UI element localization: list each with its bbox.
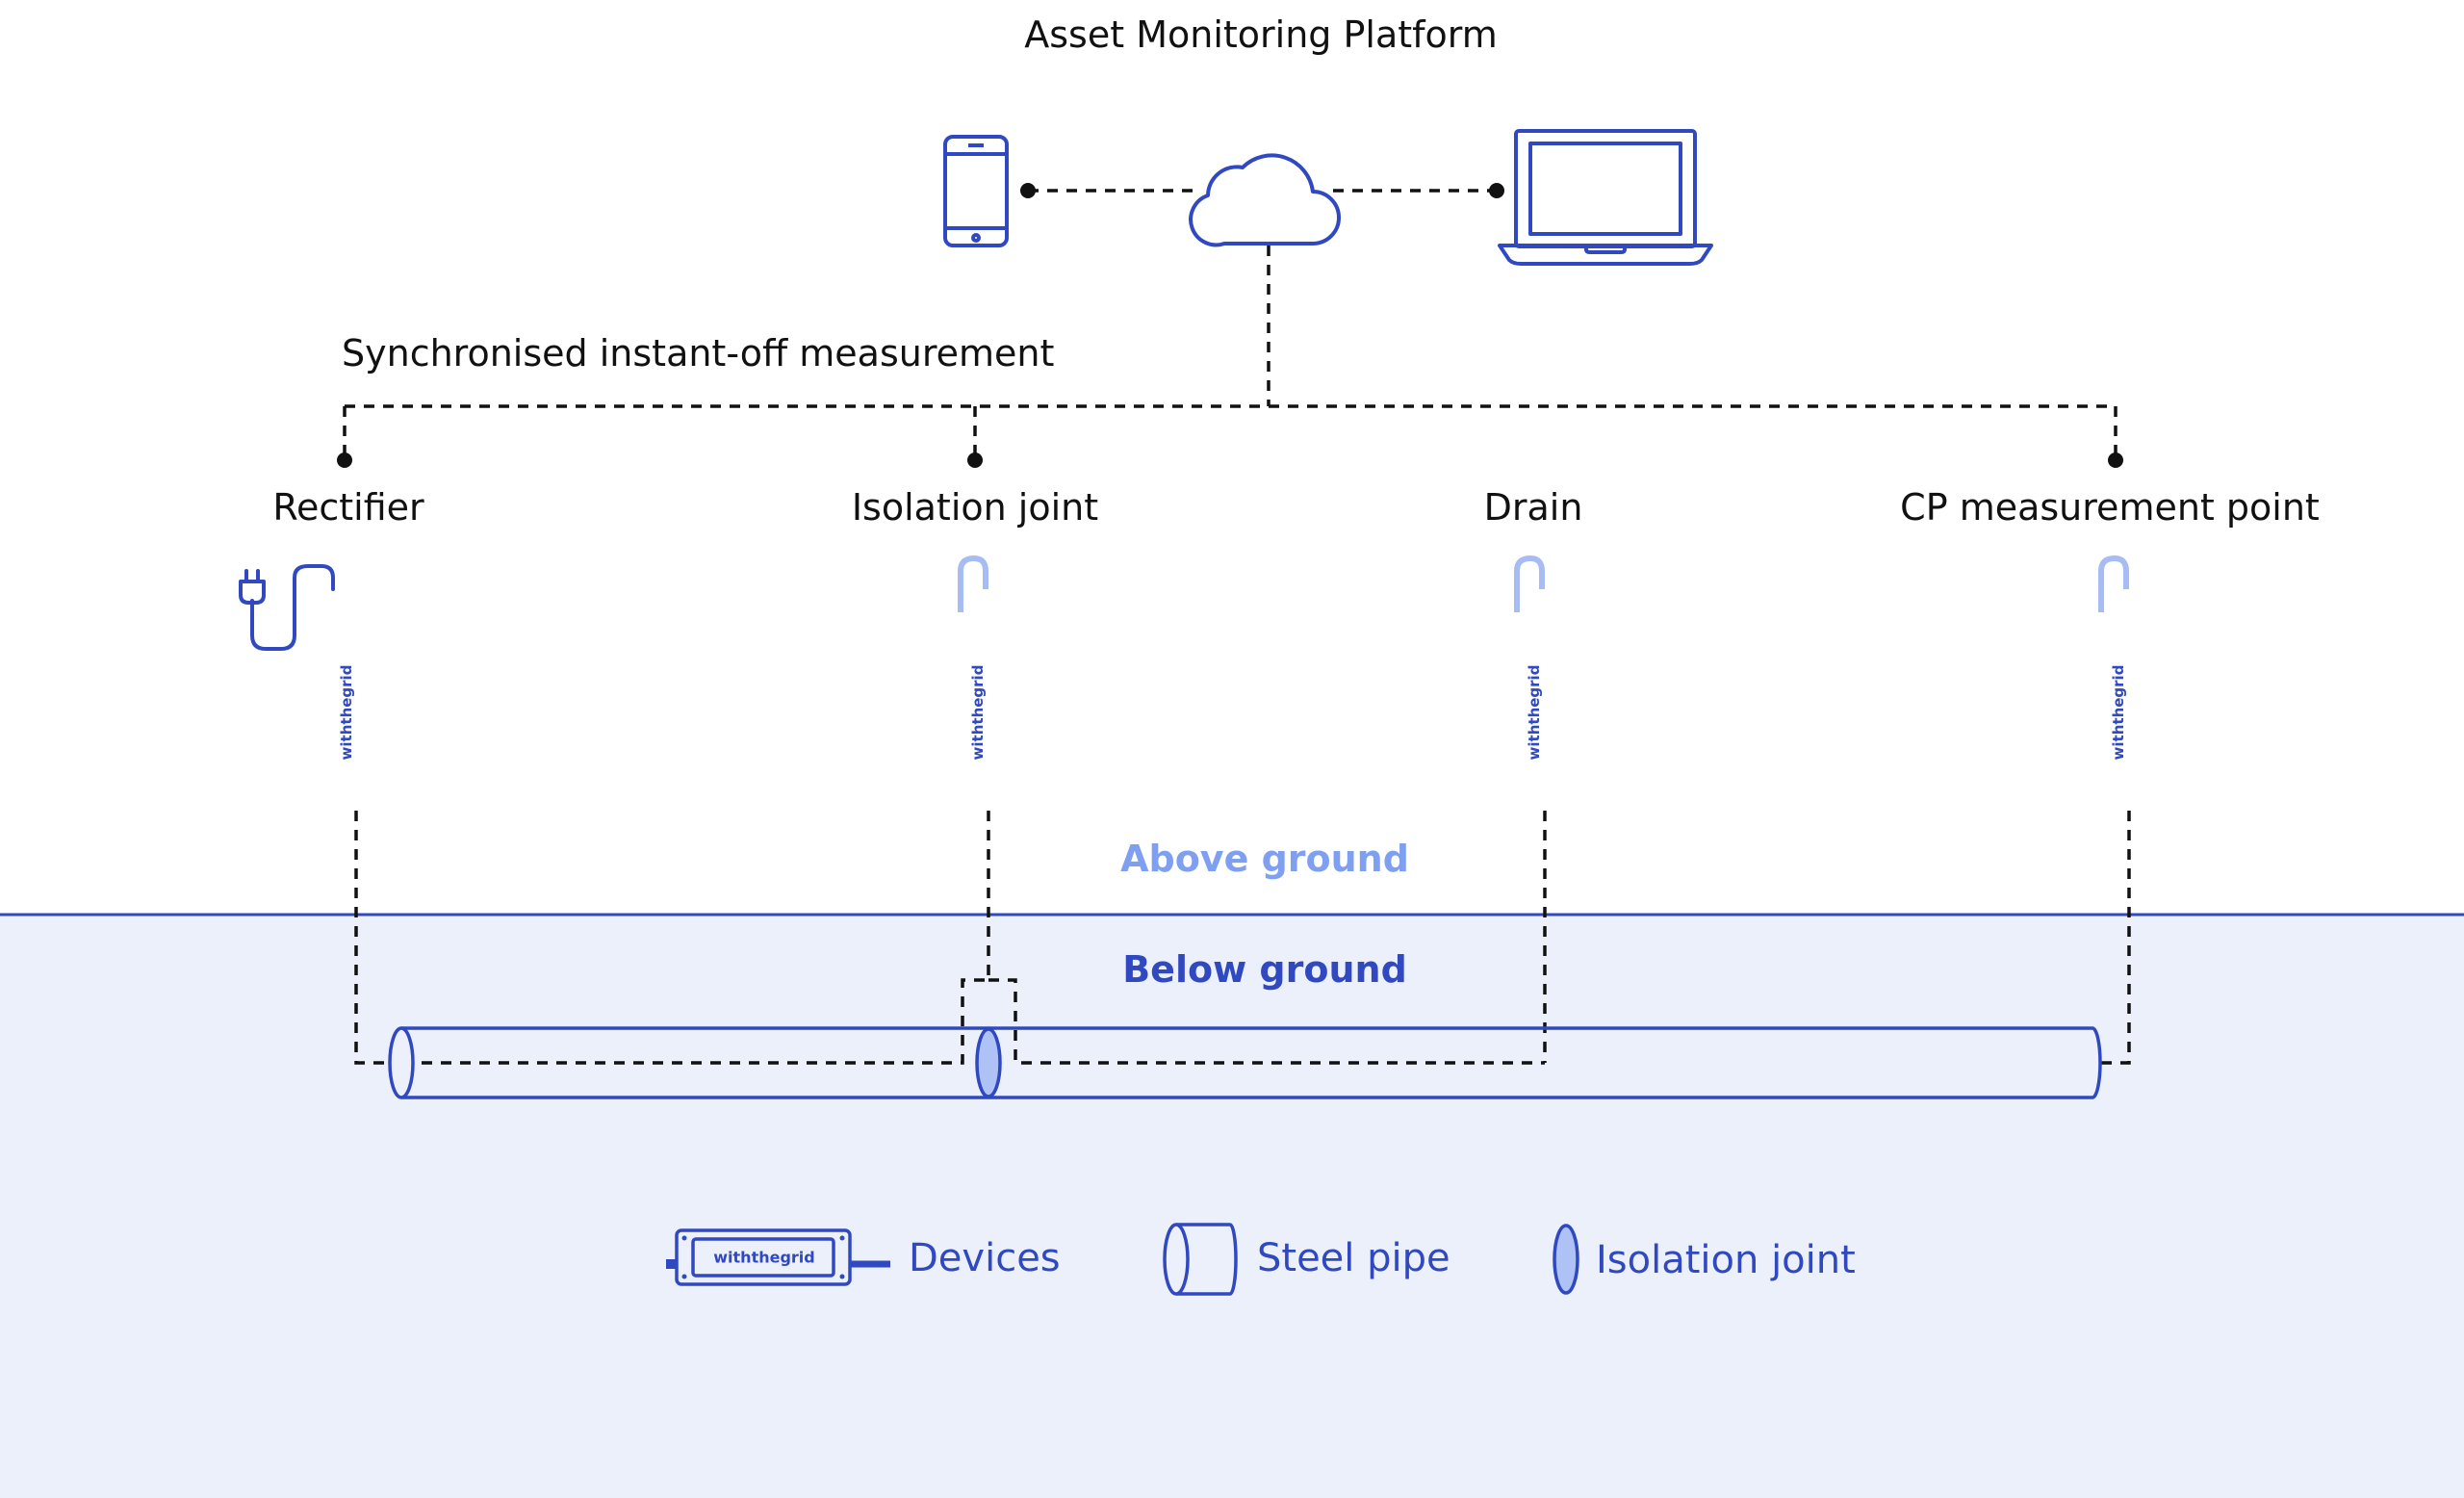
- clamp-icon: [1514, 555, 1545, 612]
- cloud-icon: [1189, 153, 1341, 247]
- clamp-icon: [958, 555, 988, 612]
- legend-device-symbol: [666, 1228, 890, 1286]
- site-label-rectifier: Rectifier: [272, 486, 424, 529]
- smartphone-icon: [943, 135, 1009, 247]
- site-label-cp-measurement-point: CP measurement point: [1900, 486, 2320, 529]
- connection-dots: [337, 183, 2123, 468]
- platform-links: [343, 189, 2118, 457]
- above-ground-label: Above ground: [1120, 838, 1409, 880]
- power-plug-icon: [239, 564, 335, 651]
- laptop-icon: [1498, 129, 1713, 266]
- legend-pipe-symbol: [1163, 1223, 1238, 1296]
- below-ground-area: [0, 915, 2464, 1498]
- legend-joint-symbol: [1553, 1224, 1579, 1295]
- legend-isolation-joint-label: Isolation joint: [1596, 1238, 1856, 1282]
- legend-device-brand: withthegrid: [713, 1248, 815, 1267]
- site-label-drain: Drain: [1483, 486, 1583, 529]
- legend-steel-pipe-label: Steel pipe: [1257, 1236, 1450, 1280]
- below-ground-label: Below ground: [1122, 948, 1407, 991]
- device-brand-label: withthegrid: [1526, 664, 1543, 761]
- clamp-icon: [2098, 555, 2129, 612]
- steel-pipe: [388, 1026, 2102, 1099]
- device-brand-label: withthegrid: [338, 664, 355, 761]
- isolation-joint-marker: [975, 1027, 1002, 1098]
- platform-title: Asset Monitoring Platform: [1024, 13, 1498, 56]
- legend-devices-label: Devices: [909, 1236, 1061, 1280]
- device-brand-label: withthegrid: [969, 664, 987, 761]
- site-label-isolation-joint: Isolation joint: [851, 486, 1099, 529]
- device-brand-label: withthegrid: [2110, 664, 2127, 761]
- sync-measurement-label: Synchronised instant-off measurement: [342, 332, 1055, 374]
- device-pipe-links: [354, 811, 2131, 1065]
